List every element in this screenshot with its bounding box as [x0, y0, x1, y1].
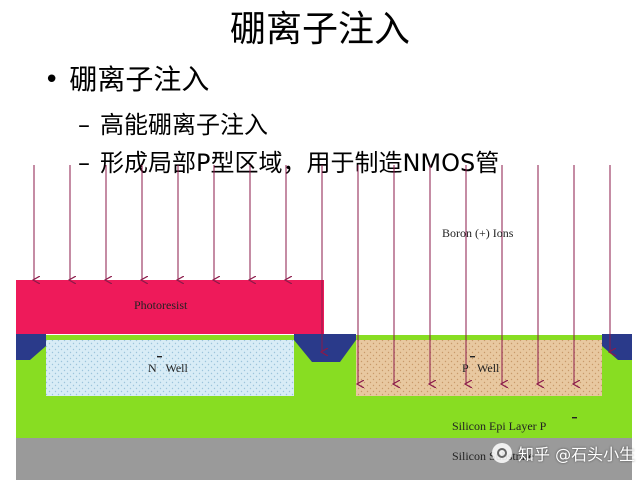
- silicon-substrate-layer: [16, 438, 632, 480]
- n-well-region: [46, 340, 294, 396]
- n-well-label-suffix: Well: [165, 361, 188, 375]
- boron-ion-arrows: [34, 165, 610, 384]
- bullet-level2: – 形成局部P型区域，用于制造NMOS管: [78, 146, 499, 180]
- p-well-label-suffix: Well: [477, 361, 500, 375]
- bullet-dash: –: [78, 149, 90, 177]
- n-well-label: N Well: [148, 361, 188, 375]
- watermark-text: 知乎 @石头小生: [518, 445, 636, 464]
- p-well-label: P Well: [462, 361, 500, 375]
- n-well-label-prefix: N: [148, 361, 157, 375]
- epi-layer-minus-mark: [572, 417, 577, 419]
- field-oxide-left: [16, 334, 46, 360]
- boron-ions-label: Boron (+) Ions: [442, 226, 514, 240]
- photoresist-label: Photoresist: [134, 298, 188, 312]
- p-well-label-prefix: P: [462, 361, 469, 375]
- bullet-dash: –: [78, 111, 90, 139]
- p-well-minus-mark: [470, 356, 475, 358]
- watermark: 知乎 @石头小生: [492, 441, 635, 465]
- bullet-level1: • 硼离子注入: [44, 60, 209, 100]
- n-well-minus-mark: [157, 356, 162, 358]
- bullet-level2: – 高能硼离子注入: [78, 108, 268, 142]
- bullet-text: 高能硼离子注入: [100, 111, 268, 139]
- bullet-text: 硼离子注入: [69, 63, 210, 96]
- epi-layer-label: Silicon Epi Layer P: [452, 419, 547, 433]
- bullet-dot: •: [44, 65, 60, 95]
- zhihu-logo-icon: [492, 443, 512, 463]
- photoresist-layer: [16, 280, 324, 334]
- slide-title: 硼离子注入: [229, 9, 410, 50]
- bullet-text: 形成局部P型区域，用于制造NMOS管: [100, 149, 500, 177]
